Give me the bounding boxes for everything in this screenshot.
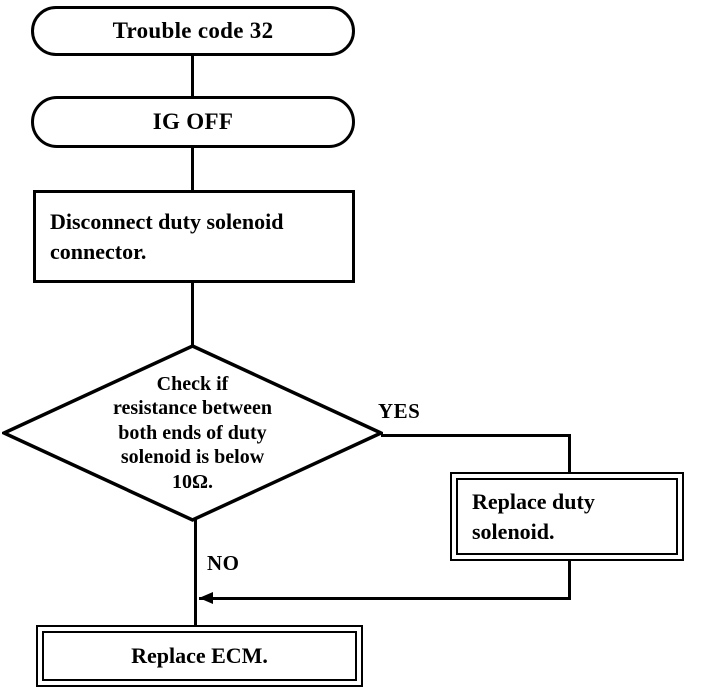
connector-solenoid-return-horizontal bbox=[199, 597, 571, 600]
node-replace-ecm[interactable]: Replace ECM. bbox=[36, 625, 363, 687]
node-ig-off[interactable]: IG OFF bbox=[31, 96, 355, 148]
node-disconnect-connector-line1: Disconnect duty solenoid bbox=[50, 209, 284, 235]
node-replace-ecm-inner: Replace ECM. bbox=[42, 631, 357, 681]
edge-label-no: NO bbox=[207, 551, 240, 575]
arrowhead-return-to-ecm-icon bbox=[199, 592, 213, 604]
node-replace-ecm-label: Replace ECM. bbox=[131, 643, 268, 669]
node-replace-duty-solenoid-line2: solenoid. bbox=[472, 518, 555, 544]
node-disconnect-connector-line2: connector. bbox=[50, 238, 147, 264]
connector-no-vertical bbox=[194, 518, 197, 628]
connector-ig-off-to-disconnect bbox=[191, 148, 194, 191]
edge-label-yes: YES bbox=[378, 399, 421, 423]
node-ig-off-label: IG OFF bbox=[152, 109, 234, 134]
node-trouble-code-32-label: Trouble code 32 bbox=[112, 18, 274, 43]
node-disconnect-connector[interactable]: Disconnect duty solenoid connector. bbox=[33, 190, 355, 283]
diamond-outline-icon bbox=[2, 344, 383, 522]
connector-yes-down-to-solenoid bbox=[568, 434, 571, 474]
connector-start-to-ig-off bbox=[191, 56, 194, 96]
node-replace-duty-solenoid[interactable]: Replace duty solenoid. bbox=[450, 472, 684, 561]
connector-solenoid-down bbox=[568, 561, 571, 599]
connector-disconnect-to-check bbox=[191, 283, 194, 346]
node-trouble-code-32[interactable]: Trouble code 32 bbox=[31, 6, 355, 56]
node-replace-duty-solenoid-line1: Replace duty bbox=[472, 489, 595, 515]
node-replace-duty-solenoid-inner: Replace duty solenoid. bbox=[456, 478, 678, 555]
connector-yes-horizontal bbox=[381, 434, 571, 437]
node-check-resistance[interactable]: Check if resistance between both ends of… bbox=[2, 344, 383, 522]
